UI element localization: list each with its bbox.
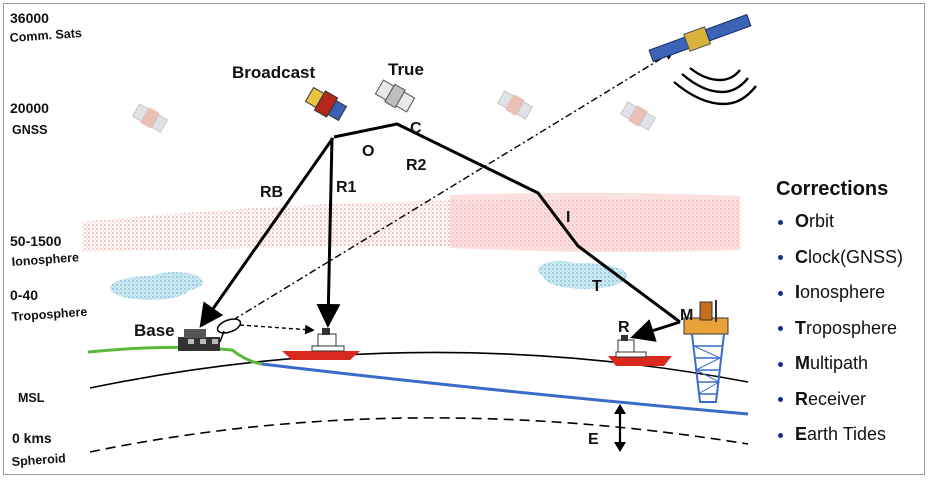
bullet-icon [778,326,783,332]
satellite-icon [131,103,169,133]
r1-path [316,137,341,328]
satellite-dish-icon [216,318,242,343]
receiver-label: R [618,319,630,336]
bullet-icon [778,219,783,225]
r1-label: R1 [336,179,357,196]
bullet-icon [778,290,783,296]
broadcast-satellite-icon [304,86,348,122]
rb-path [199,137,335,328]
bullet-icon [778,361,783,367]
corrections-legend: Corrections Orbit Clock(GNSS) Ionosphere… [776,178,926,456]
msl-line [89,351,749,389]
correction-item-clock: Clock(GNSS) [776,243,926,279]
true-signal-path [333,122,681,324]
base-link-line [239,324,315,335]
altitude-value-gnss: 20000 [10,100,49,116]
altitude-name-tropo: Troposphere [11,305,88,324]
sea-line [261,362,749,416]
correction-item-troposphere: Troposphere [776,314,926,350]
correction-item-orbit: Orbit [776,207,926,243]
r2-label: R2 [406,157,427,174]
altitude-name-spheroid: Spheroid [11,451,66,469]
corrections-title: Corrections [776,178,889,200]
altitude-value-iono: 50-1500 [10,233,62,249]
multipath-label: M [680,307,693,324]
comm-satellite-icon [648,13,752,63]
bullet-icon [778,432,783,438]
troposphere-cloud-right [538,261,627,289]
spheroid-line [89,417,749,453]
bullet-icon [778,397,783,403]
altitude-name-msl: MSL [18,391,45,405]
comm-link-line [219,50,675,329]
altitude-name-gnss: GNSS [12,123,47,137]
correction-item-multipath: Multipath [776,349,926,385]
bullet-icon [778,255,783,261]
earth-tide-arrow [614,404,626,452]
figure-frame [3,3,925,475]
altitude-name-iono: Ionosphere [11,250,79,269]
altitude-value-comm: 36000 [10,10,49,26]
satellite-icon [496,90,534,120]
rover-ship-right [608,335,672,366]
true-satellite-icon [374,79,416,113]
correction-item-earth-tides: Earth Tides [776,420,926,456]
satellite-icon [619,101,657,131]
altitude-name-comm: Comm. Sats [9,26,82,45]
earth-tide-label: E [588,431,599,448]
oil-platform-icon [683,300,729,403]
rover-ship-left [282,328,360,360]
clock-label: C [410,120,422,137]
altitude-value-spheroid: 0 kms [12,430,52,446]
true-label: True [388,60,424,79]
tropo-label: T [592,278,602,295]
correction-item-ionosphere: Ionosphere [776,278,926,314]
land-line [87,345,263,366]
iono-label: I [566,209,570,226]
signal-waves-icon [673,67,757,106]
troposphere-cloud-left [110,272,203,300]
orbit-label: O [362,143,374,160]
altitude-value-tropo: 0-40 [10,287,38,303]
base-station-icon [178,329,220,351]
corrections-list: Orbit Clock(GNSS) Ionosphere Troposphere… [776,207,926,456]
r-path [630,319,681,342]
base-label: Base [134,321,175,340]
broadcast-label: Broadcast [232,63,315,82]
correction-item-receiver: Receiver [776,385,926,421]
rb-label: RB [260,184,283,201]
